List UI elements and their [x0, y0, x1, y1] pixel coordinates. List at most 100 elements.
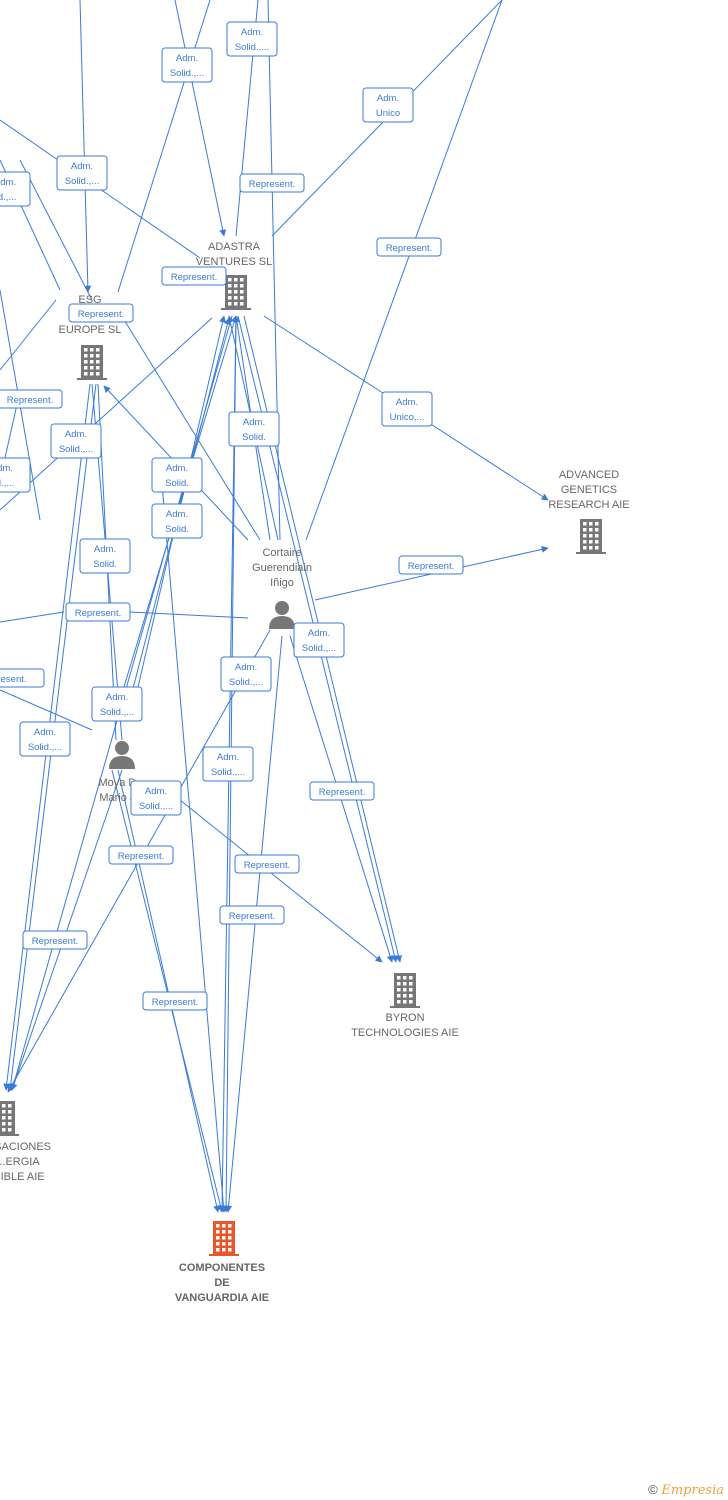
building-window: [96, 366, 100, 370]
node-label: VANGUARDIA AIE: [175, 1292, 269, 1304]
edge-label-box: [234, 854, 300, 874]
building-window: [8, 1104, 12, 1108]
edge-label-text: Unico,...: [390, 412, 425, 423]
building-window: [222, 1224, 226, 1228]
edge-label[interactable]: Adm.Unico: [362, 87, 414, 123]
edge-label-box: [151, 457, 203, 493]
building-window: [90, 366, 94, 370]
edge-label-text: dm.: [0, 463, 13, 474]
edge-label-text: Solid.: [165, 478, 189, 489]
edge-label[interactable]: Adm.Solid.,...: [56, 155, 108, 191]
edge-label[interactable]: resent.: [0, 668, 45, 688]
edge-label[interactable]: Adm.Solid.,...: [130, 780, 182, 816]
edge-label-text: lid.,...: [0, 192, 16, 203]
edge-label[interactable]: Adm.Solid.,...: [293, 622, 345, 658]
building-window: [2, 1122, 6, 1126]
edge-label[interactable]: Represent.: [0, 389, 63, 409]
building-window: [8, 1128, 12, 1132]
edge-label[interactable]: Adm.Solid.,...: [161, 47, 213, 83]
node-label: RESEARCH AIE: [548, 499, 629, 511]
edge-label-box: [79, 538, 131, 574]
building-window: [2, 1128, 6, 1132]
building-window: [90, 360, 94, 364]
edge-label-box: [130, 780, 182, 816]
edge-label[interactable]: Adm.Solid.,...: [226, 21, 278, 57]
building-icon: [0, 1101, 19, 1136]
building-window: [8, 1116, 12, 1120]
building-window: [228, 278, 232, 282]
edge-line: [0, 317, 213, 511]
building-window: [409, 988, 413, 992]
edge-label-text: Represent.: [171, 272, 217, 283]
building-window: [222, 1230, 226, 1234]
building-window: [589, 528, 593, 532]
edge-label[interactable]: Adm.Solid.,...: [91, 686, 143, 722]
edge-label-text: Adm.: [166, 509, 188, 520]
copyright-icon: ©: [648, 1482, 658, 1497]
edge-line: [0, 611, 65, 623]
edge-label[interactable]: Represent.: [68, 303, 134, 323]
edge-label[interactable]: Represent.: [142, 991, 208, 1011]
edge-label[interactable]: Represent.: [161, 266, 227, 286]
edge-line: [117, 0, 211, 293]
edge-label-box: [202, 746, 254, 782]
edge-label[interactable]: Represent.: [219, 905, 285, 925]
edge-label[interactable]: Adm.Solid.: [79, 538, 131, 574]
edge-label[interactable]: dm.d.,...: [0, 457, 31, 493]
edge-label-text: Adm.: [106, 692, 128, 703]
edge-label-box: [161, 266, 227, 286]
edge-label[interactable]: Adm.Solid.,...: [220, 656, 272, 692]
edge-label[interactable]: Adm.Solid.: [151, 457, 203, 493]
edge-label[interactable]: Represent.: [234, 854, 300, 874]
edge-label-box: [22, 930, 88, 950]
edge-label-box: [219, 905, 285, 925]
edge-label[interactable]: Represent.: [65, 602, 131, 622]
building-window: [583, 522, 587, 526]
edge-label[interactable]: Represent.: [108, 845, 174, 865]
edge-label[interactable]: Adm.Unico,...: [381, 391, 433, 427]
edge-label[interactable]: Represent.: [309, 781, 375, 801]
brand-logo: Empresia: [661, 1483, 724, 1498]
edge-label-text: Represent.: [244, 860, 290, 871]
node-label: ADVANCED: [559, 469, 619, 481]
edge-label[interactable]: Adm.lid.,...: [0, 171, 31, 207]
edge-line: [10, 769, 123, 1091]
building-window: [240, 296, 244, 300]
edge-label[interactable]: Adm.Solid.,...: [19, 721, 71, 757]
edge-line: [79, 0, 92, 293]
building-window: [216, 1242, 220, 1246]
edge-label[interactable]: Represent.: [22, 930, 88, 950]
edge-label[interactable]: Represent.: [398, 555, 464, 575]
building-window: [583, 540, 587, 544]
node-esg[interactable]: ESGMA...EUROPE SL: [59, 294, 122, 380]
edge-label-text: Solid.,...: [211, 767, 245, 778]
building-window: [589, 546, 593, 550]
node-label: ...IBLE AIE: [0, 1171, 45, 1183]
edge-label-box: [226, 21, 278, 57]
building-icon: [221, 275, 251, 310]
building-window: [2, 1116, 6, 1120]
node-label: Guerendiain: [252, 562, 312, 574]
building-base: [77, 378, 107, 380]
edge-label[interactable]: Adm.Solid.: [151, 503, 203, 539]
person-body: [269, 616, 295, 629]
edge-label-box: [362, 87, 414, 123]
edge-label[interactable]: Adm.Solid.,...: [202, 746, 254, 782]
building-base: [209, 1254, 239, 1256]
edge-line: [159, 459, 227, 1213]
edge-label[interactable]: Represent.: [376, 237, 442, 257]
node-sustainable[interactable]: ...SACIONES...ERGIA...IBLE AIE: [0, 1101, 51, 1183]
building-base: [390, 1006, 420, 1008]
footer-brand[interactable]: © Empresia: [648, 1482, 724, 1498]
edge-label[interactable]: Adm.Solid.: [228, 411, 280, 447]
edge-label[interactable]: Adm.Solid.,...: [50, 423, 102, 459]
edge-label[interactable]: Represent.: [239, 173, 305, 193]
edge-label-text: Solid.,...: [28, 742, 62, 753]
building-window: [234, 302, 238, 306]
